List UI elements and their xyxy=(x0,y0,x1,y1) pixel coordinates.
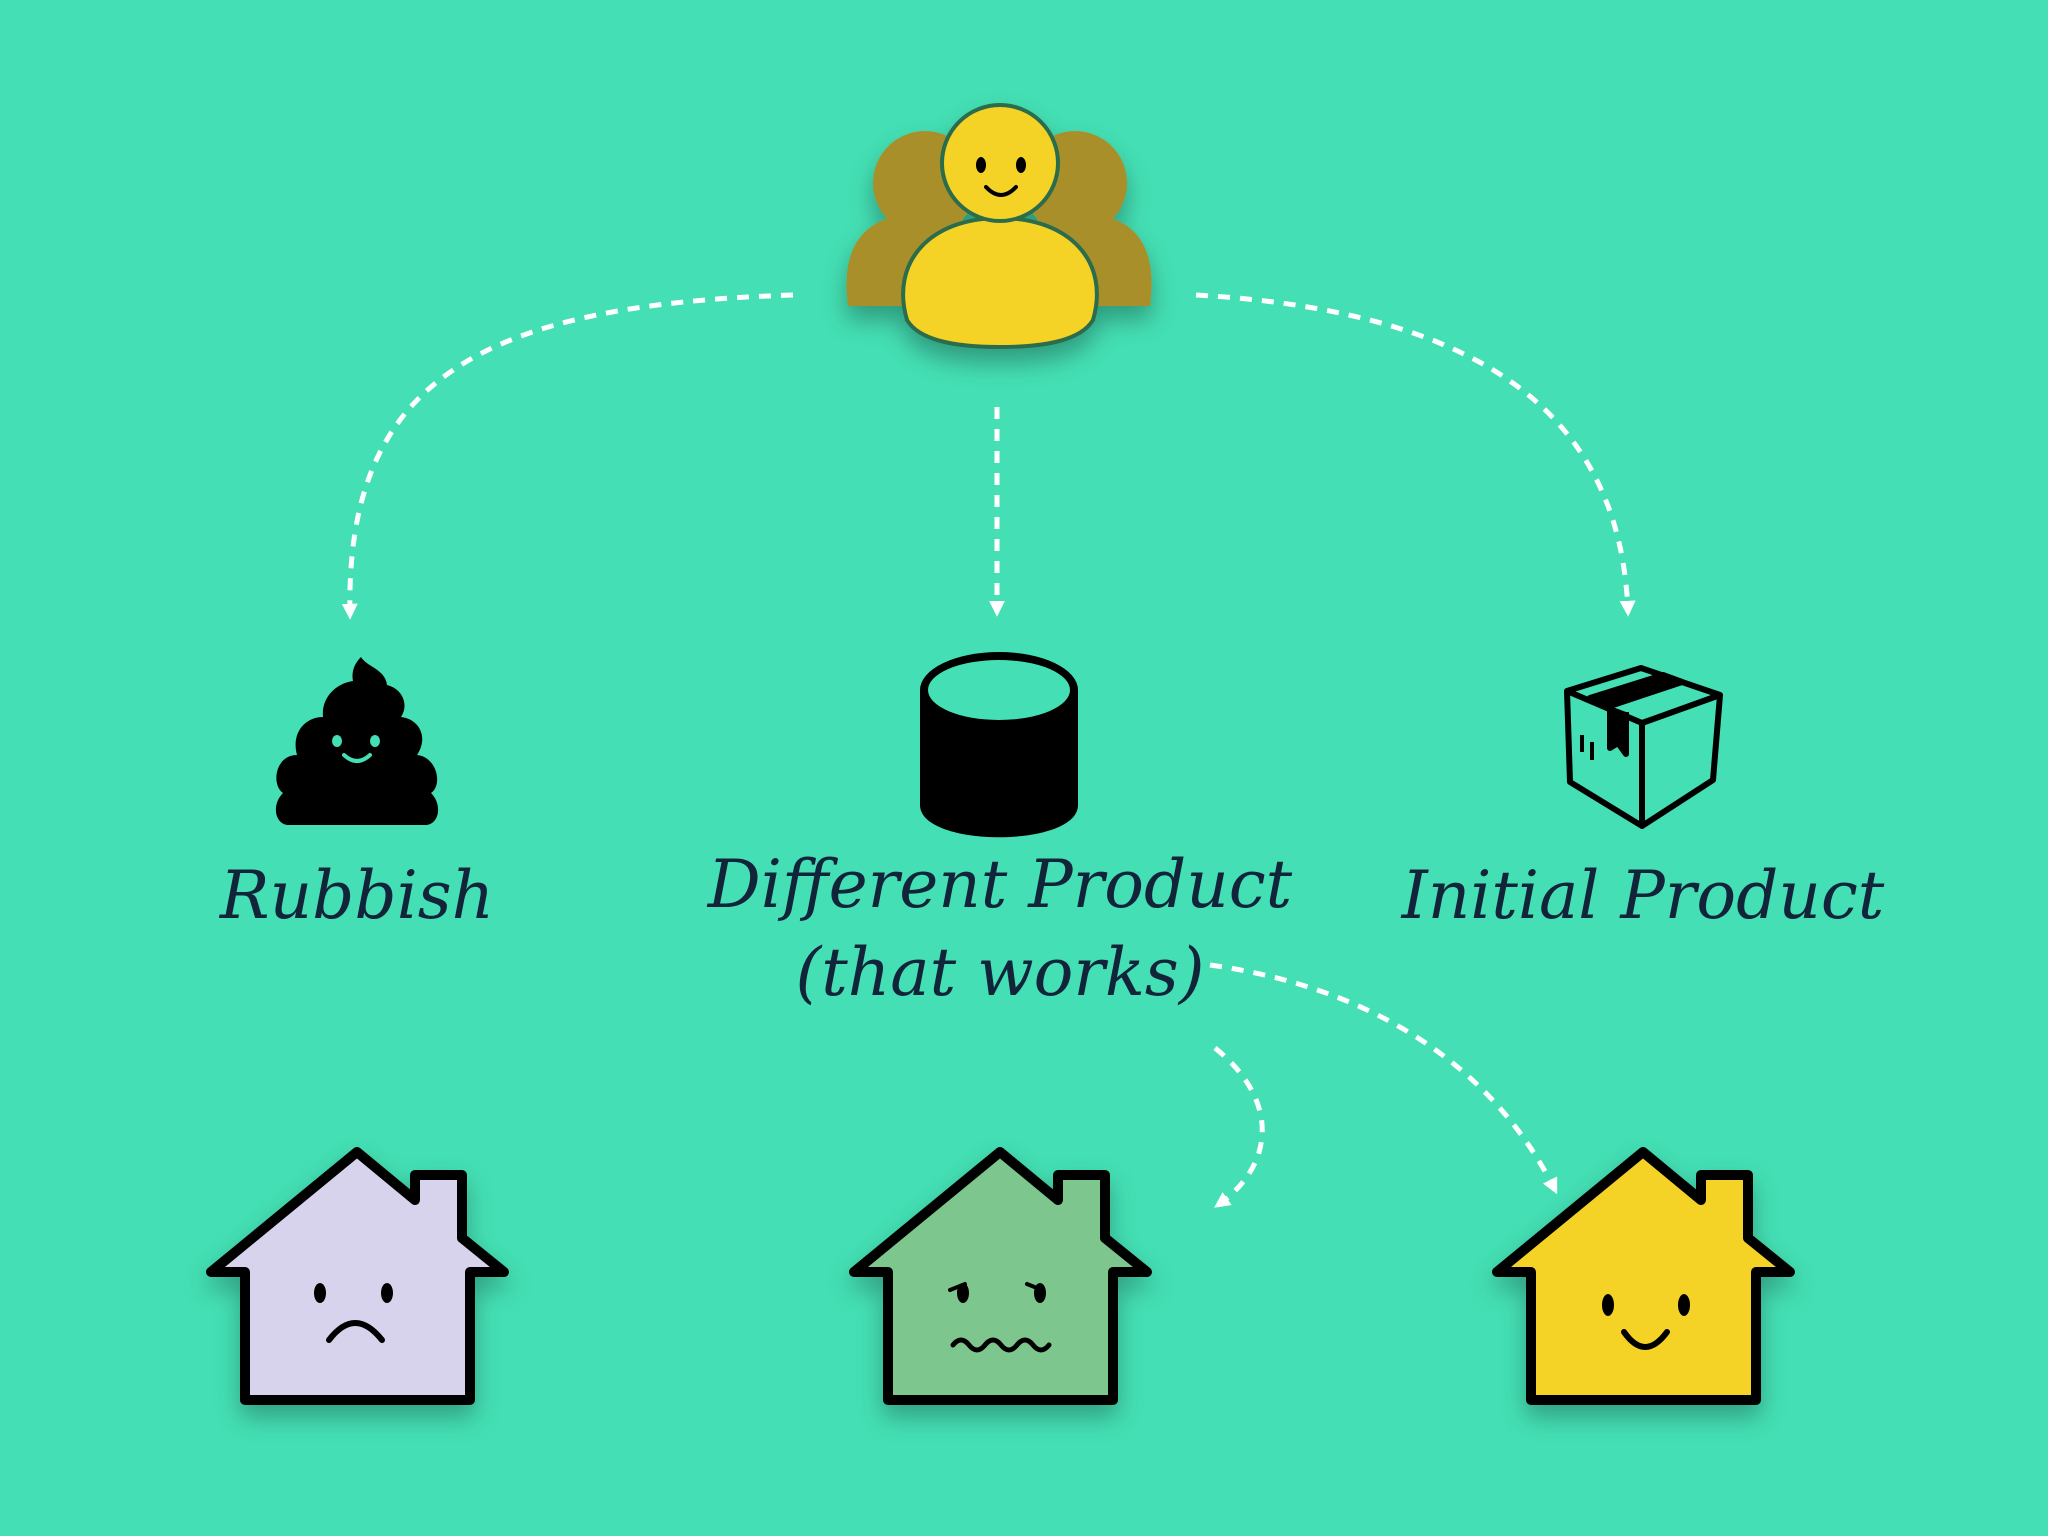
users-group-icon xyxy=(846,103,1152,350)
arrow-users-to-initial-product xyxy=(1195,292,1636,617)
initial-product-label: Initial Product xyxy=(1401,857,1885,934)
different-product-label-line1: Different Product xyxy=(707,846,1293,923)
box-icon xyxy=(1564,665,1723,829)
different-product-label-line2: (that works) xyxy=(795,934,1204,1011)
rubbish-label: Rubbish xyxy=(219,857,494,934)
uneasy-house-icon xyxy=(849,1147,1152,1405)
arrow-users-to-rubbish xyxy=(341,292,794,620)
node-labels: Rubbish Different Product (that works) I… xyxy=(219,846,1885,1011)
connector-arrows xyxy=(341,292,1636,1208)
happy-house-icon xyxy=(1492,1147,1795,1405)
sad-house-icon xyxy=(206,1147,509,1405)
poop-icon xyxy=(275,657,439,825)
arrow-product-to-uneasy-house xyxy=(1213,1046,1265,1208)
cylinder-icon xyxy=(920,652,1078,838)
arrow-product-to-happy-house xyxy=(1209,962,1558,1195)
